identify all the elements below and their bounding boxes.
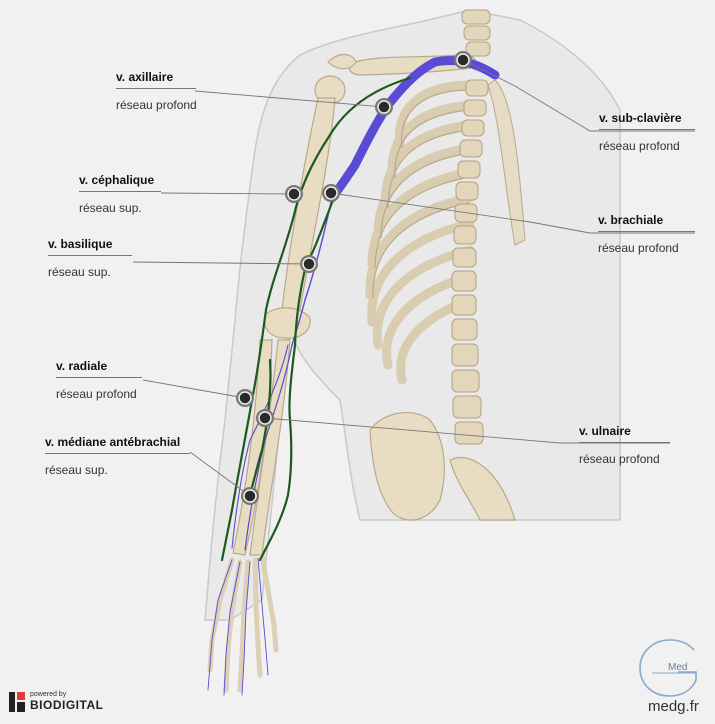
rib-cage [365, 80, 475, 385]
label-cephalique: v. céphalique réseau sup. [79, 173, 161, 215]
label-rule [599, 129, 695, 130]
label-rule [79, 191, 161, 192]
medg-logo-text: Med [668, 662, 687, 673]
label-sub: réseau profond [598, 241, 679, 255]
label-ulnaire: v. ulnaire réseau profond [579, 424, 670, 466]
label-rule [579, 442, 670, 443]
marker-ulnaire [256, 409, 274, 427]
label-subclaviere: v. sub-clavière réseau profond [599, 111, 695, 153]
leader-lines [132, 59, 695, 497]
sternum [487, 79, 526, 246]
label-name: v. axillaire [116, 70, 174, 84]
humerus [263, 75, 346, 339]
label-rule [598, 231, 695, 232]
label-name: v. céphalique [79, 173, 155, 187]
medg-url: medg.fr [648, 698, 699, 715]
powered-by-text: powered by [30, 691, 67, 698]
marker-radiale [236, 389, 254, 407]
marker-axillaire [375, 98, 393, 116]
label-name: v. médiane antébrachial [45, 435, 181, 449]
label-name: v. sub-clavière [599, 111, 682, 125]
label-mediane: v. médiane antébrachial réseau sup. [45, 435, 190, 477]
label-sub: réseau sup. [48, 265, 111, 279]
label-name: v. brachiale [598, 213, 664, 227]
marker-cephalique [285, 185, 303, 203]
label-sub: réseau sup. [45, 463, 108, 477]
biodigital-branding: powered by BIODIGITAL [9, 691, 103, 712]
hand-bones [207, 552, 279, 693]
marker-mediane [241, 487, 259, 505]
medg-logo-icon: Med [639, 639, 697, 697]
label-sub: réseau profond [579, 452, 660, 466]
rib-shading [372, 89, 471, 299]
label-sub: réseau profond [56, 387, 137, 401]
marker-basilique [300, 255, 318, 273]
label-sub: réseau profond [116, 98, 197, 112]
medg-branding: Med medg.fr [632, 638, 707, 720]
label-name: v. ulnaire [579, 424, 631, 438]
label-sub: réseau sup. [79, 201, 142, 215]
pelvis [369, 412, 516, 521]
marker-brachiale [322, 184, 340, 202]
label-name: v. radiale [56, 359, 108, 373]
label-rule [45, 453, 190, 454]
label-rule [48, 255, 132, 256]
marker-subclaviere [454, 51, 472, 69]
label-rule [116, 88, 196, 89]
label-basilique: v. basilique réseau sup. [48, 237, 132, 279]
label-radiale: v. radiale réseau profond [56, 359, 142, 401]
label-sub: réseau profond [599, 139, 680, 153]
label-brachiale: v. brachiale réseau profond [598, 213, 695, 255]
label-rule [56, 377, 142, 378]
markers [236, 51, 472, 505]
label-axillaire: v. axillaire réseau profond [116, 70, 197, 112]
biodigital-logo-icon [9, 691, 25, 712]
label-name: v. basilique [48, 237, 113, 251]
biodigital-text: BIODIGITAL [30, 698, 104, 712]
spine [451, 9, 491, 445]
